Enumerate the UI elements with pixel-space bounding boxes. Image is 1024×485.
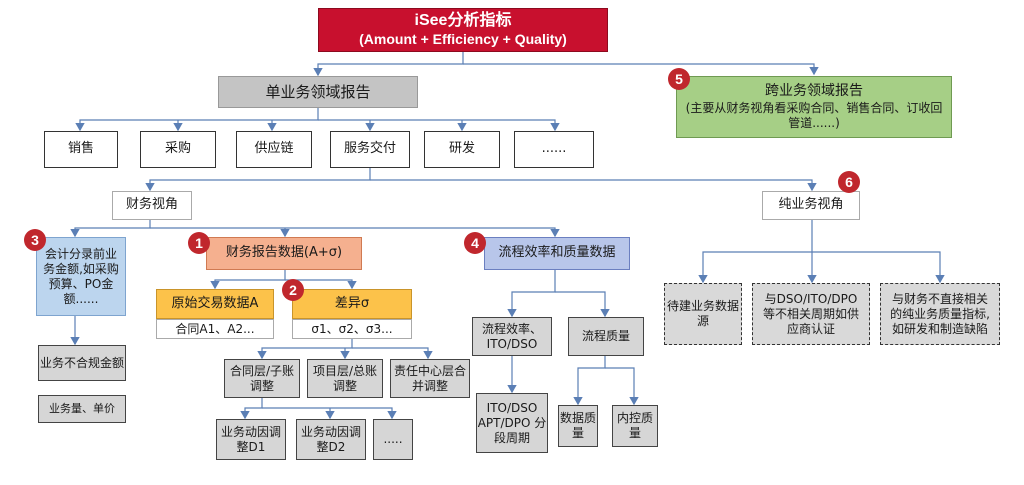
single-domain-report: 单业务领域报告 [218, 76, 418, 108]
domain-sales: 销售 [44, 131, 118, 168]
biz-adjust-label: 业务动因调整D1 [220, 424, 281, 454]
domain-label: 采购 [164, 141, 191, 157]
data-quality-box: 数据质量 [558, 405, 598, 447]
original-data-sub: 合同A1、A2... [156, 319, 274, 339]
volume-price-box: 业务量、单价 [38, 395, 126, 423]
cross-domain-title: 跨业务领域报告 [765, 83, 863, 100]
process-efficiency-box: 流程效率、ITO/DSO [472, 317, 552, 356]
adjust-responsibility: 责任中心层合并调整 [390, 359, 470, 398]
domain-procurement: 采购 [140, 131, 216, 168]
badge-6: 6 [838, 171, 860, 193]
process-data-box: 流程效率和质量数据 [484, 237, 630, 270]
pure-view-label: 纯业务视角 [778, 197, 844, 213]
noncompliance-label: 业务不合规金额 [39, 355, 124, 370]
domain-label: 销售 [67, 141, 94, 157]
financial-report-label: 财务报告数据(A+σ) [225, 245, 343, 261]
domain-more: ...... [514, 131, 594, 168]
biz-adjust-d2: 业务动因调整D2 [296, 419, 366, 460]
original-data-sub-label: 合同A1、A2... [175, 321, 255, 336]
adjust-label: 责任中心层合并调整 [393, 363, 466, 393]
process-data-label: 流程效率和质量数据 [498, 245, 616, 261]
finance-view-label: 财务视角 [125, 197, 178, 213]
main-subtitle: (Amount + Efficiency + Quality) [359, 31, 567, 48]
original-data-label: 原始交易数据A [171, 295, 259, 311]
biz-adjust-label: 业务动因调整D2 [300, 424, 361, 454]
pure-item-label: 与DSO/ITO/DPO等不相关周期如供应商认证 [762, 291, 859, 336]
finance-view: 财务视角 [112, 191, 192, 220]
pure-item-label: 待建业务数据源 [666, 299, 739, 328]
internal-control-label: 内控质量 [616, 411, 653, 440]
variance-label: 差异σ [334, 295, 370, 311]
pure-item-quality: 与财务不直接相关的纯业务质量指标,如研发和制造缺陷 [880, 283, 1000, 345]
badge-4: 4 [464, 232, 486, 254]
biz-adjust-more: ..... [373, 419, 413, 460]
process-quality-box: 流程质量 [568, 317, 644, 356]
biz-adjust-d1: 业务动因调整D1 [216, 419, 286, 460]
process-quality-label: 流程质量 [581, 329, 630, 343]
badge-3: 3 [24, 229, 46, 251]
biz-adjust-label: ..... [383, 432, 403, 446]
domain-label: 服务交付 [343, 141, 396, 157]
variance-sub-label: σ1、σ2、σ3... [311, 321, 393, 336]
noncompliance-box: 业务不合规金额 [38, 345, 126, 381]
variance-sub: σ1、σ2、σ3... [292, 319, 412, 339]
main-title-box: iSee分析指标 (Amount + Efficiency + Quality) [318, 8, 608, 52]
process-efficiency-label: 流程效率、ITO/DSO [481, 321, 542, 351]
pure-item-cycles: 与DSO/ITO/DPO等不相关周期如供应商认证 [752, 283, 870, 345]
adjust-project: 项目层/总账调整 [307, 359, 383, 398]
badge-5: 5 [668, 68, 690, 90]
variance-box: 差异σ [292, 289, 412, 319]
badge-2: 2 [282, 279, 304, 301]
domain-service-delivery: 服务交付 [330, 131, 410, 168]
single-domain-label: 单业务领域报告 [265, 82, 371, 101]
badge-1: 1 [188, 232, 210, 254]
adjust-label: 项目层/总账调整 [312, 363, 378, 393]
pure-business-view: 纯业务视角 [762, 191, 860, 220]
domain-label: 研发 [448, 141, 475, 157]
internal-control-box: 内控质量 [612, 405, 658, 447]
domain-supply-chain: 供应链 [236, 131, 312, 168]
data-quality-label: 数据质量 [559, 411, 596, 440]
domain-label: 供应链 [254, 141, 294, 157]
pure-item-label: 与财务不直接相关的纯业务质量指标,如研发和制造缺陷 [890, 291, 990, 336]
financial-report-box: 财务报告数据(A+σ) [206, 237, 362, 270]
cross-domain-report: 跨业务领域报告 (主要从财务视角看采购合同、销售合同、订收回管道......) [676, 76, 952, 138]
accounting-text: 会计分录前业务金额,如采购预算、PO金额...... [43, 246, 119, 306]
domain-rnd: 研发 [424, 131, 500, 168]
adjust-contract: 合同层/子账调整 [224, 359, 300, 398]
main-title: iSee分析指标 [414, 12, 512, 30]
volume-price-label: 业务量、单价 [49, 402, 115, 416]
ito-detail-label: ITO/DSO APT/DPO 分段周期 [477, 400, 547, 445]
accounting-box: 会计分录前业务金额,如采购预算、PO金额...... [36, 237, 126, 316]
cross-domain-desc: (主要从财务视角看采购合同、销售合同、订收回管道......) [685, 100, 943, 130]
adjust-label: 合同层/子账调整 [229, 363, 295, 393]
domain-label: ...... [541, 141, 567, 157]
pure-item-datasource: 待建业务数据源 [664, 283, 742, 345]
ito-detail-box: ITO/DSO APT/DPO 分段周期 [476, 393, 548, 453]
original-data-box: 原始交易数据A [156, 289, 274, 319]
